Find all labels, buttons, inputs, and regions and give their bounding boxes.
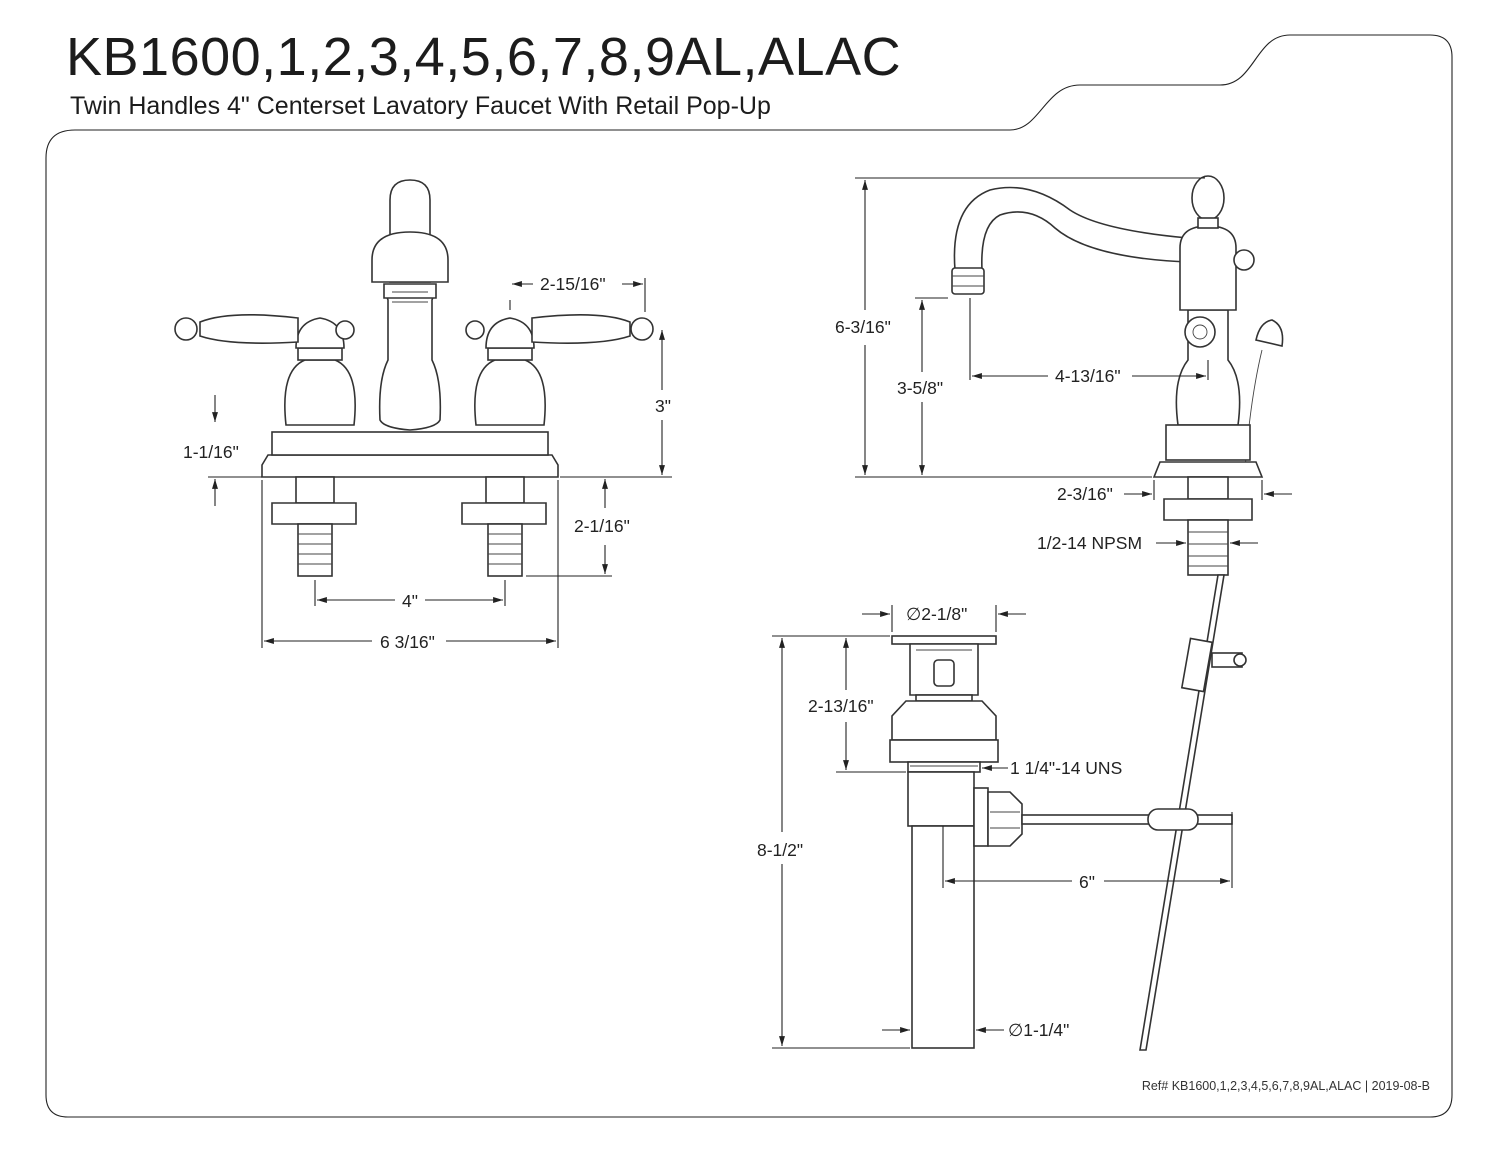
dim-handle-offset: 2-15/16"	[540, 274, 606, 294]
frame-border	[45, 34, 1453, 1118]
side-view: 6-3/16" 3-5/8" 4-13/16" 2-3/16" 1/2-14 N…	[835, 175, 1292, 1051]
dim-overall-width: 6 3/16"	[380, 632, 435, 652]
drain-view: ∅2-1/8" 2-13/16" 1 1/4"-14 UNS 8-1/2" 6"…	[757, 604, 1233, 1049]
dim-overall-height: 6-3/16"	[835, 317, 891, 337]
dim-base-depth: 2-3/16"	[1057, 484, 1113, 504]
dim-uns-thread: 1 1/4"-14 UNS	[1010, 758, 1122, 778]
dim-center-spacing: 4"	[402, 591, 418, 611]
dim-drain-body-height: 2-13/16"	[808, 696, 874, 716]
dim-spout-reach: 4-13/16"	[1055, 366, 1121, 386]
dim-shank-length: 2-1/16"	[574, 516, 630, 536]
page-subtitle: Twin Handles 4" Centerset Lavatory Fauce…	[70, 92, 771, 120]
dim-tail-diameter: ∅1-1/4"	[1008, 1020, 1069, 1040]
dim-flange-diameter: ∅2-1/8"	[906, 604, 967, 624]
dim-spout-height: 3-5/8"	[897, 378, 943, 398]
reference-note: Ref# KB1600,1,2,3,4,5,6,7,8,9AL,ALAC | 2…	[1141, 1079, 1430, 1093]
dim-npsm-thread: 1/2-14 NPSM	[1037, 533, 1142, 553]
front-view: 2-15/16" 3" 1-1/16" 2-1/16" 4" 6 3/16"	[174, 179, 672, 652]
dim-drain-overall-length: 8-1/2"	[757, 840, 803, 860]
dim-rod-reach: 6"	[1079, 872, 1095, 892]
page-title: KB1600,1,2,3,4,5,6,7,8,9AL,ALAC	[66, 27, 902, 87]
dim-height-to-handle: 3"	[655, 396, 671, 416]
dim-base-height: 1-1/16"	[183, 442, 239, 462]
